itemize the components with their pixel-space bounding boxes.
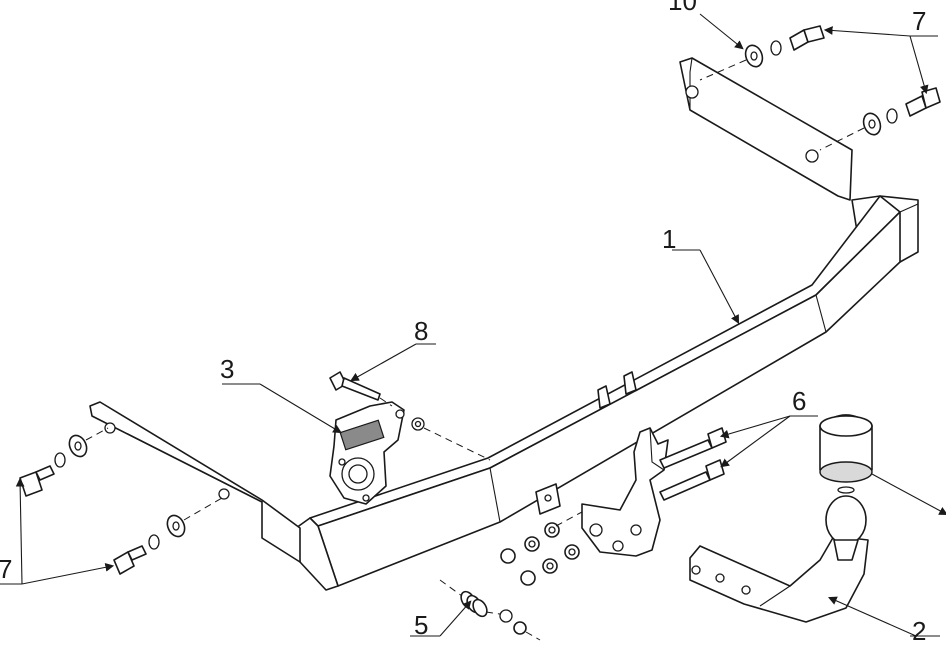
- callout-7-top: 7: [912, 6, 926, 36]
- leader-lines: [0, 13, 946, 637]
- right-mounting-plate: [679, 57, 853, 201]
- callout-10: 10: [668, 0, 697, 16]
- callout-3: 3: [220, 354, 234, 384]
- nut-washer-set: [500, 511, 583, 586]
- center-bracket: [535, 427, 669, 557]
- left-fasteners: [19, 427, 223, 575]
- spring-washer-nut: [439, 579, 541, 641]
- callout-1: 1: [662, 224, 676, 254]
- ball-neck: [689, 414, 873, 623]
- bolt-8: [329, 371, 491, 461]
- callout-2: 2: [912, 616, 926, 646]
- callout-6: 6: [792, 386, 806, 416]
- bolts-6: [659, 427, 727, 501]
- left-mounting-plate: [89, 401, 301, 563]
- socket-plate: [329, 401, 405, 505]
- callout-5: 5: [414, 610, 428, 640]
- callout-8: 8: [414, 316, 428, 346]
- beam-top-face: [309, 195, 901, 527]
- callout-7-left: 7: [0, 554, 12, 584]
- crossbeam: [89, 57, 919, 591]
